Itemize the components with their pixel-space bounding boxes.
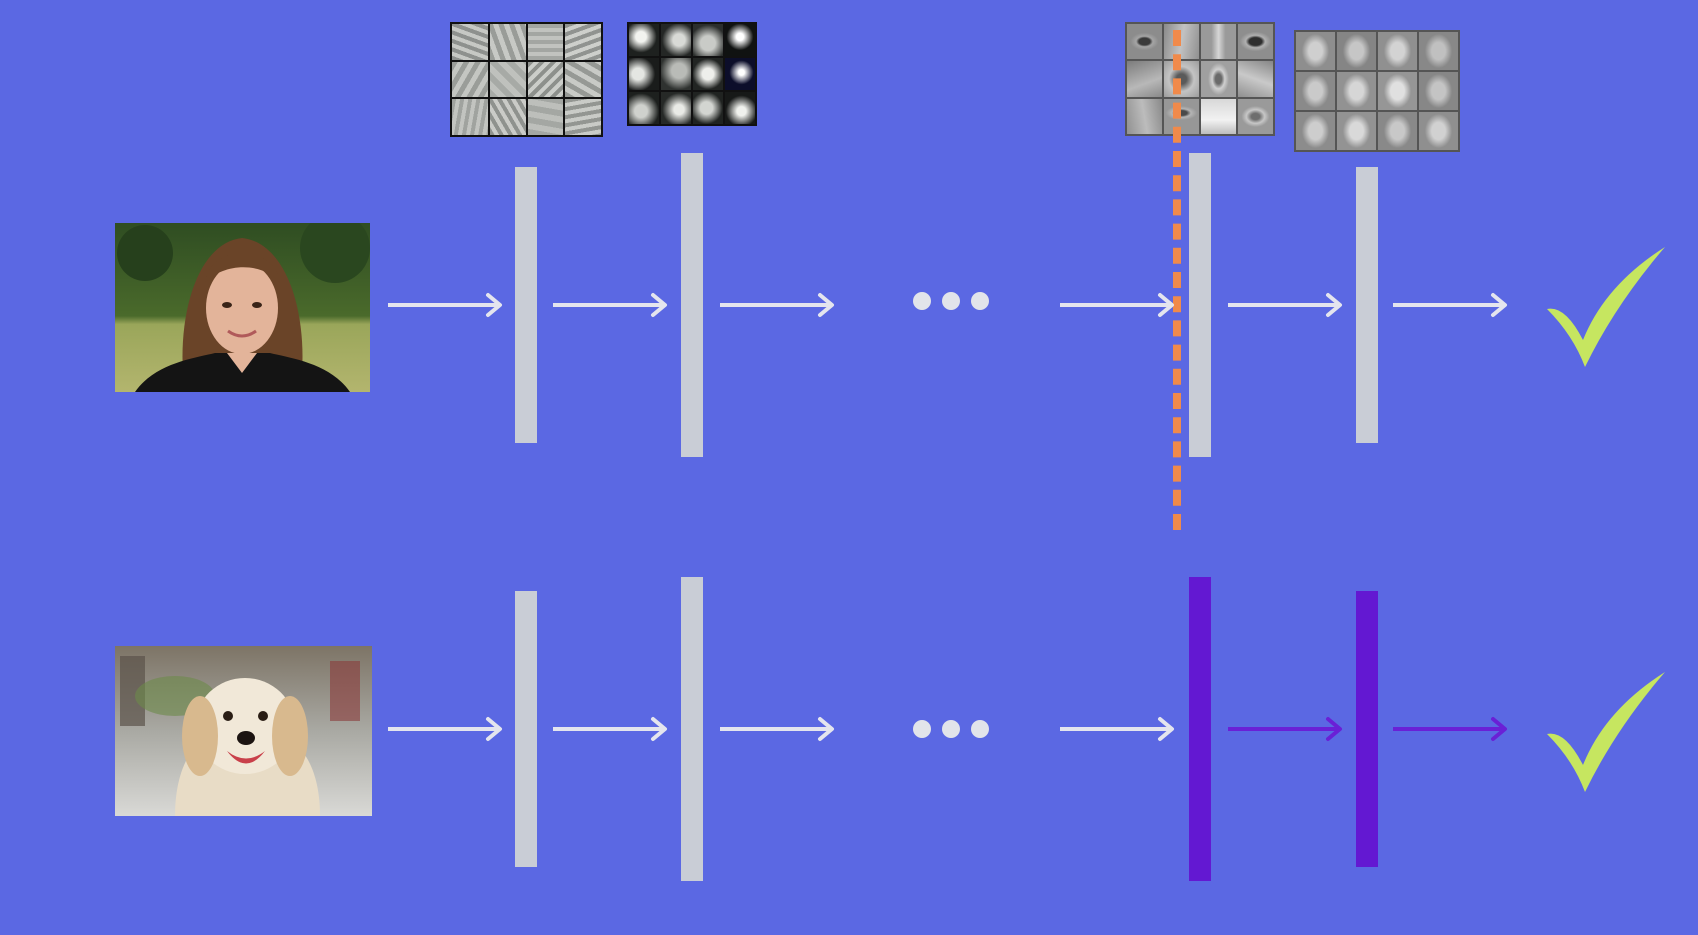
face-part-filters-thumbnail xyxy=(1125,22,1275,136)
row2-arrow-4 xyxy=(1060,717,1176,741)
row2-arrow-6 xyxy=(1393,717,1509,741)
blob-filters-thumbnail xyxy=(627,22,757,126)
transfer-cut-line xyxy=(1173,30,1181,530)
check-icon xyxy=(1545,670,1667,795)
row2-layer-2 xyxy=(681,577,703,881)
check-icon xyxy=(1545,245,1667,370)
row1-layer-4 xyxy=(1356,167,1378,443)
row2-arrow-5 xyxy=(1228,717,1344,741)
woman-photo xyxy=(115,223,370,392)
row1-arrow-3 xyxy=(720,293,836,317)
row1-layer-1 xyxy=(515,167,537,443)
row2-arrow-2 xyxy=(553,717,669,741)
ellipsis-icon xyxy=(913,720,989,738)
row1-arrow-5 xyxy=(1228,293,1344,317)
whole-face-filters-thumbnail xyxy=(1294,30,1460,152)
golden-retriever-photo xyxy=(115,646,372,816)
row2-layer-3-retrained xyxy=(1189,577,1211,881)
row1-arrow-2 xyxy=(553,293,669,317)
row2-arrow-1 xyxy=(388,717,504,741)
row1-arrow-6 xyxy=(1393,293,1509,317)
row1-layer-3 xyxy=(1189,153,1211,457)
row2-arrow-3 xyxy=(720,717,836,741)
row1-arrow-1 xyxy=(388,293,504,317)
row2-layer-1 xyxy=(515,591,537,867)
ellipsis-icon xyxy=(913,292,989,310)
edge-filters-thumbnail xyxy=(450,22,603,137)
row1-arrow-4 xyxy=(1060,293,1176,317)
row1-layer-2 xyxy=(681,153,703,457)
row2-layer-4-retrained xyxy=(1356,591,1378,867)
